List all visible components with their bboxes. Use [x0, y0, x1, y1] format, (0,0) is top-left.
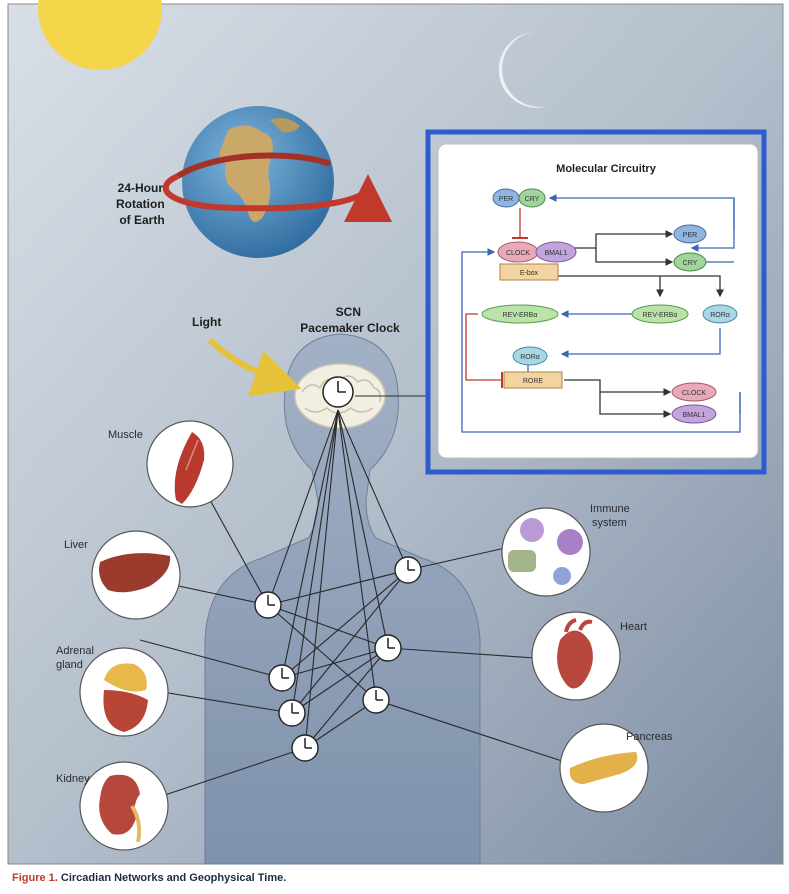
- clock-icon: [279, 700, 305, 726]
- muscle-icon: [147, 421, 233, 507]
- heart-label: Heart: [620, 621, 647, 633]
- node-cry-top: CRY: [519, 189, 545, 207]
- adrenal-label-line2: gland: [56, 659, 83, 671]
- clock-icon: [375, 635, 401, 661]
- adrenal-gland-icon: [80, 648, 168, 736]
- node-rore-label: RORE: [523, 378, 544, 385]
- scn-label-line1: SCN: [336, 305, 361, 319]
- clock-icon: [292, 735, 318, 761]
- node-per-top: PER: [493, 189, 519, 207]
- clock-icon: [255, 592, 281, 618]
- node-rore: RORE: [504, 372, 562, 388]
- node-clock-out: CLOCK: [672, 383, 716, 401]
- node-rev-mid: REV-ERBα: [632, 305, 688, 323]
- heart-icon: [532, 612, 620, 700]
- liver-icon: [92, 531, 180, 619]
- node-ror-mid-label: RORα: [520, 354, 540, 361]
- kidney-label: Kidney: [56, 773, 90, 785]
- node-ror-right-label: RORα: [710, 312, 730, 319]
- scn-label-line2: Pacemaker Clock: [300, 321, 400, 335]
- clock-icon: [269, 665, 295, 691]
- molecular-circuitry-panel: Molecular Circuitry PER CRY CLOCK BM: [428, 132, 764, 472]
- node-per-right-label: PER: [683, 232, 697, 239]
- rotation-label: 24-Hour Rotation of Earth: [116, 181, 168, 227]
- node-cry-top-label: CRY: [525, 196, 540, 203]
- immune-system-icon: [502, 508, 590, 596]
- light-label: Light: [192, 315, 221, 329]
- figure-caption: Figure 1. Circadian Networks and Geophys…: [12, 872, 286, 884]
- rotation-label-line3: of Earth: [119, 213, 164, 227]
- node-ebox: E-box: [500, 264, 558, 280]
- earth-icon: [182, 106, 334, 258]
- node-ebox-label: E-box: [520, 270, 539, 277]
- node-per-right: PER: [674, 225, 706, 243]
- node-rev-left-label: REV-ERBα: [503, 312, 538, 319]
- figure-number: Figure 1.: [12, 872, 58, 884]
- node-bmal1-label: BMAL1: [545, 250, 568, 257]
- node-cry-right: CRY: [674, 253, 706, 271]
- node-rev-mid-label: REV-ERBα: [643, 312, 678, 319]
- molecular-title: Molecular Circuitry: [556, 163, 657, 175]
- node-clock-label: CLOCK: [506, 250, 530, 257]
- node-rev-left: REV-ERBα: [482, 305, 558, 323]
- node-cry-right-label: CRY: [683, 260, 698, 267]
- clock-icon: [363, 687, 389, 713]
- node-bmal1-out-label: BMAL1: [683, 412, 706, 419]
- adrenal-label-line1: Adrenal: [56, 645, 94, 657]
- liver-label: Liver: [64, 539, 88, 551]
- scn-clock-icon: [323, 377, 353, 407]
- figure-title: Circadian Networks and Geophysical Time.: [61, 872, 286, 884]
- node-per-top-label: PER: [499, 196, 513, 203]
- clock-icon: [395, 557, 421, 583]
- rotation-label-line1: 24-Hour: [118, 181, 164, 195]
- immune-label-line2: system: [592, 517, 627, 529]
- kidney-icon: [80, 762, 168, 850]
- node-clock: CLOCK: [498, 242, 538, 262]
- muscle-label: Muscle: [108, 429, 143, 441]
- pancreas-label: Pancreas: [626, 731, 673, 743]
- node-bmal1: BMAL1: [536, 242, 576, 262]
- node-ror-mid: RORα: [513, 347, 547, 365]
- node-ror-right: RORα: [703, 305, 737, 323]
- node-bmal1-out: BMAL1: [672, 405, 716, 423]
- immune-label-line1: Immune: [590, 503, 630, 515]
- node-clock-out-label: CLOCK: [682, 390, 706, 397]
- rotation-label-line2: Rotation: [116, 197, 165, 211]
